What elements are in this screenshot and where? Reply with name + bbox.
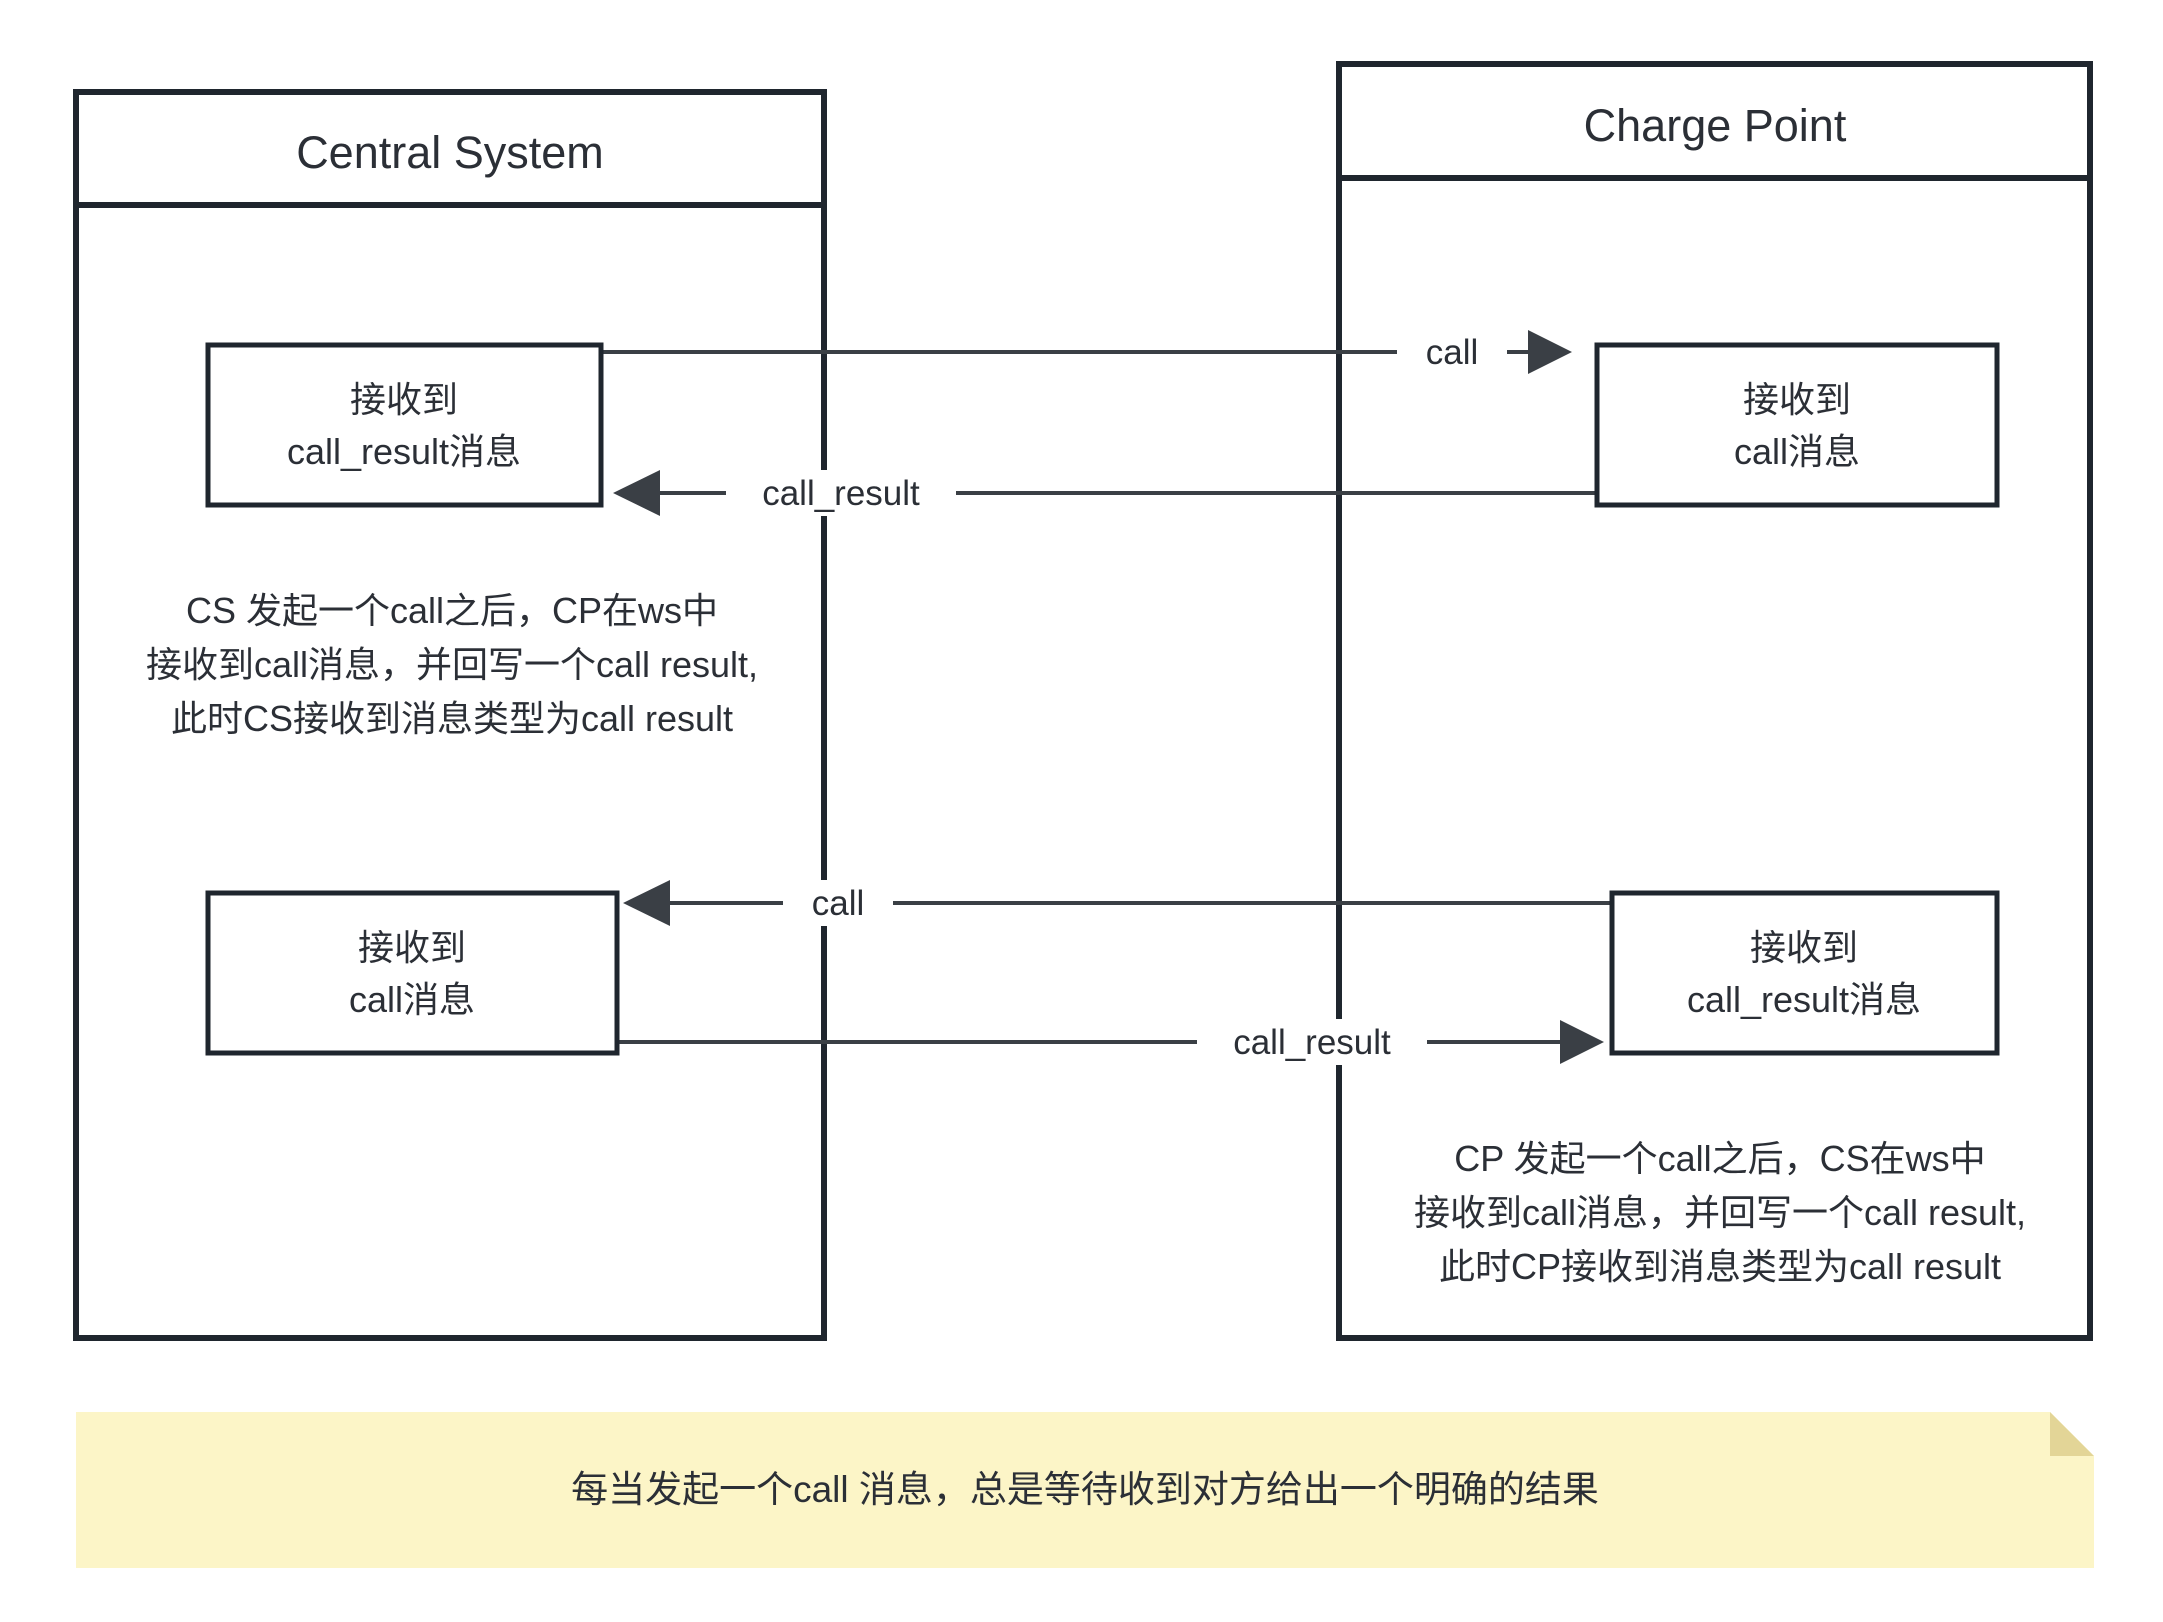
box-cp-recv-call-frame	[1594, 342, 2000, 508]
message-call-result-cs-to-cp-label-bg	[1197, 1019, 1427, 1065]
bottom-note-body	[76, 1412, 2094, 1568]
message-call-result-cs-to-cp-label: call_result	[1233, 1023, 1391, 1062]
box-cs-recv-call-line2: call消息	[349, 979, 475, 1020]
box-cs-recv-call-result-line1: 接收到	[350, 379, 458, 420]
lifeline-charge-point[interactable]: Charge Point	[1336, 61, 2093, 1341]
bottom-note-text: 每当发起一个call 消息，总是等待收到对方给出一个明确的结果	[571, 1469, 1599, 1510]
message-call-cs-to-cp-label: call	[1426, 333, 1479, 372]
message-call-cp-to-cs[interactable]: call	[623, 880, 1612, 926]
annotation-cp-line3: 此时CP接收到消息类型为call result	[1439, 1246, 2001, 1287]
box-cp-recv-call-result-line1: 接收到	[1750, 927, 1858, 968]
message-call-result-cs-to-cp[interactable]: call_result	[617, 1019, 1604, 1065]
message-call-result-cs-to-cp-arrowhead	[1560, 1020, 1604, 1064]
lifeline-central-system[interactable]: Central System	[73, 89, 827, 1341]
lifeline-charge-point-title: Charge Point	[1584, 100, 1847, 151]
annotation-cs-line2: 接收到call消息，并回写一个call result,	[146, 644, 758, 685]
box-cp-recv-call-result-line2: call_result消息	[1687, 979, 1921, 1020]
message-call-cp-to-cs-arrowhead	[623, 880, 670, 926]
message-call-cs-to-cp[interactable]: call	[600, 329, 1572, 375]
lifeline-central-system-title: Central System	[296, 127, 604, 178]
box-cs-recv-call-line1: 接收到	[358, 927, 466, 968]
message-call-result-cp-to-cs-label: call_result	[762, 474, 920, 513]
box-cp-recv-call-result[interactable]: 接收到 call_result消息	[1609, 890, 2000, 1056]
annotation-cp-line1: CP 发起一个call之后，CS在ws中	[1454, 1138, 1985, 1179]
box-cp-recv-call-line1: 接收到	[1743, 379, 1851, 420]
message-call-cs-to-cp-arrowhead	[1528, 330, 1572, 374]
box-cs-recv-call-result[interactable]: 接收到 call_result消息	[205, 342, 604, 508]
box-cs-recv-call-frame	[205, 890, 620, 1056]
box-cp-recv-call[interactable]: 接收到 call消息	[1594, 342, 2000, 508]
message-call-cp-to-cs-label-bg	[783, 880, 893, 926]
message-call-cs-to-cp-label-bg	[1397, 329, 1507, 375]
annotation-cs: CS 发起一个call之后，CP在ws中 接收到call消息，并回写一个call…	[146, 590, 758, 739]
annotation-cs-line1: CS 发起一个call之后，CP在ws中	[186, 590, 718, 631]
annotation-cp: CP 发起一个call之后，CS在ws中 接收到call消息，并回写一个call…	[1414, 1138, 2026, 1287]
annotation-cp-line2: 接收到call消息，并回写一个call result,	[1414, 1192, 2026, 1233]
box-cs-recv-call[interactable]: 接收到 call消息	[205, 890, 620, 1056]
bottom-note-fold-corner	[2050, 1412, 2094, 1456]
box-cp-recv-call-line2: call消息	[1734, 431, 1860, 472]
bottom-note[interactable]: 每当发起一个call 消息，总是等待收到对方给出一个明确的结果	[76, 1412, 2094, 1568]
box-cp-recv-call-result-frame	[1609, 890, 2000, 1056]
box-cs-recv-call-result-frame	[205, 342, 604, 508]
message-call-cp-to-cs-label: call	[812, 884, 865, 923]
box-cs-recv-call-result-line2: call_result消息	[287, 431, 521, 472]
annotation-cs-line3: 此时CS接收到消息类型为call result	[171, 698, 733, 739]
message-call-result-cp-to-cs-label-bg	[726, 470, 956, 516]
message-call-result-cp-to-cs[interactable]: call_result	[613, 470, 1597, 516]
lifeline-central-system-frame	[73, 89, 827, 1341]
message-call-result-cp-to-cs-arrowhead	[613, 470, 660, 516]
